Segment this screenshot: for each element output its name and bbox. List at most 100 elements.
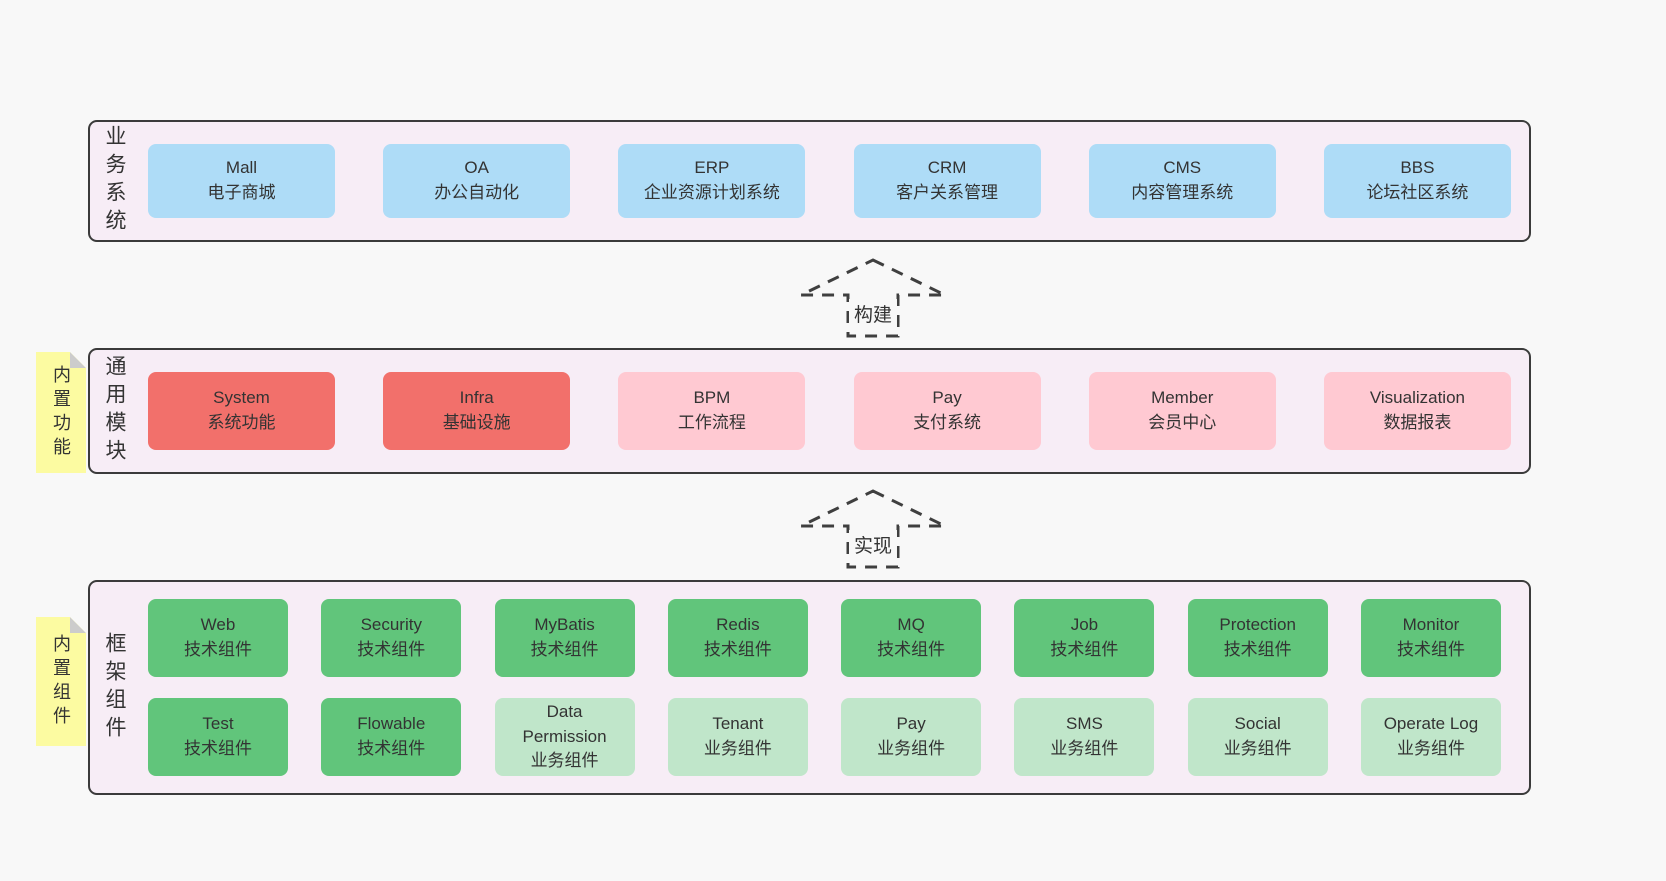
box-title: MyBatis [534, 615, 595, 635]
box-title: Job [1070, 615, 1099, 635]
box-subtitle: 系统功能 [207, 413, 276, 432]
box-title: Monitor [1402, 615, 1460, 635]
dashed-up-arrow-icon [800, 258, 946, 338]
box-bbs: BBS 论坛社区系统 [1323, 144, 1511, 218]
arrow-implement-label: 实现 [848, 530, 898, 559]
box-subtitle: 会员中心 [1148, 413, 1217, 432]
component-row-1: Web 技术组件 Security 技术组件 MyBatis 技术组件 Redi… [138, 599, 1529, 677]
box-title: Visualization [1369, 388, 1465, 408]
box-test: Test 技术组件 [148, 698, 288, 776]
box-subtitle: 业务组件 [530, 751, 599, 771]
box-subtitle: 技术组件 [703, 640, 772, 659]
box-subtitle: 技术组件 [1223, 640, 1292, 659]
box-title: CMS [1163, 158, 1202, 178]
box-subtitle: 技术组件 [877, 640, 946, 659]
box-title: Tenant [712, 714, 764, 734]
box-bpm: BPM 工作流程 [618, 372, 806, 450]
note-builtin-features-text: 内置功能 [51, 364, 71, 461]
box-social: Social 业务组件 [1187, 698, 1328, 776]
box-title: CRM [927, 158, 967, 178]
panel-components-label: 框架组件 [103, 631, 126, 744]
box-title: ERP [694, 158, 730, 178]
box-web: Web 技术组件 [148, 599, 288, 677]
dashed-up-arrow-icon [800, 489, 946, 569]
box-subtitle: 企业资源计划系统 [643, 183, 780, 202]
box-mq: MQ 技术组件 [841, 599, 982, 677]
box-subtitle: 内容管理系统 [1131, 183, 1234, 202]
note-builtin-components-text: 内置组件 [51, 633, 71, 730]
box-title: Social [1234, 714, 1281, 734]
box-cms: CMS 内容管理系统 [1088, 144, 1276, 218]
panel-common-modules: 通用模块 System 系统功能 Infra 基础设施 BPM 工作流程 Pay… [88, 348, 1531, 474]
box-subtitle: 业务组件 [1396, 739, 1465, 758]
box-title: Pay [932, 388, 962, 408]
box-title: Security [360, 615, 422, 635]
box-crm: CRM 客户关系管理 [853, 144, 1041, 218]
box-subtitle: 技术组件 [184, 640, 252, 659]
box-infra: Infra 基础设施 [383, 372, 571, 450]
business-boxes: Mall 电子商城 OA 办公自动化 ERP 企业资源计划系统 CRM 客户关系… [138, 122, 1529, 240]
box-subtitle: 业务组件 [1050, 739, 1119, 758]
module-boxes: System 系统功能 Infra 基础设施 BPM 工作流程 Pay 支付系统… [138, 350, 1529, 472]
box-pay-module: Pay 支付系统 [853, 372, 1041, 450]
box-subtitle: 客户关系管理 [896, 183, 999, 202]
box-security: Security 技术组件 [321, 599, 462, 677]
box-subtitle: 业务组件 [1223, 739, 1292, 758]
arrow-build-label: 构建 [848, 299, 898, 328]
box-subtitle: 论坛社区系统 [1366, 183, 1469, 202]
box-monitor: Monitor 技术组件 [1360, 599, 1501, 677]
box-title: Test [202, 714, 234, 734]
box-subtitle: 数据报表 [1383, 413, 1452, 432]
box-subtitle: 电子商城 [207, 183, 276, 202]
box-title: System [213, 388, 270, 408]
box-subtitle: 技术组件 [184, 739, 252, 758]
box-title: Operate Log [1383, 714, 1479, 734]
box-operate-log: Operate Log 业务组件 [1360, 698, 1501, 776]
box-redis: Redis 技术组件 [667, 599, 808, 677]
box-mall: Mall 电子商城 [148, 144, 335, 218]
box-member: Member 会员中心 [1088, 372, 1276, 450]
box-tenant: Tenant 业务组件 [667, 698, 808, 776]
box-subtitle: 技术组件 [357, 739, 426, 758]
box-title: SMS [1065, 714, 1103, 734]
box-subtitle: 业务组件 [703, 739, 772, 758]
box-title: Data Permission [522, 702, 607, 746]
box-subtitle: 技术组件 [357, 640, 426, 659]
box-subtitle: 技术组件 [530, 640, 599, 659]
arrow-build: 构建 [798, 257, 948, 339]
box-flowable: Flowable 技术组件 [321, 698, 462, 776]
box-subtitle: 办公自动化 [434, 183, 520, 202]
box-title: BBS [1400, 158, 1435, 178]
box-subtitle: 支付系统 [913, 413, 982, 432]
box-title: Flowable [357, 714, 426, 734]
box-title: Web [200, 615, 236, 635]
box-title: Protection [1219, 615, 1296, 635]
arrow-implement: 实现 [798, 488, 948, 570]
box-title: OA [464, 158, 489, 178]
box-data-permission: Data Permission 业务组件 [494, 698, 635, 776]
box-pay-component: Pay 业务组件 [841, 698, 982, 776]
box-title: Member [1151, 388, 1214, 408]
box-title: Mall [225, 158, 258, 178]
box-subtitle: 技术组件 [1396, 640, 1465, 659]
box-title: MQ [897, 615, 925, 635]
box-subtitle: 技术组件 [1050, 640, 1119, 659]
box-mybatis: MyBatis 技术组件 [494, 599, 635, 677]
panel-framework-components: 框架组件 Web 技术组件 Security 技术组件 MyBatis 技术组件… [88, 580, 1531, 795]
box-protection: Protection 技术组件 [1187, 599, 1328, 677]
box-subtitle: 基础设施 [442, 413, 511, 432]
component-rows: Web 技术组件 Security 技术组件 MyBatis 技术组件 Redi… [138, 582, 1529, 793]
component-row-2: Test 技术组件 Flowable 技术组件 Data Permission … [138, 698, 1529, 776]
box-subtitle: 工作流程 [677, 413, 746, 432]
box-title: BPM [693, 388, 731, 408]
box-subtitle: 业务组件 [877, 739, 946, 758]
box-job: Job 技术组件 [1014, 599, 1155, 677]
panel-business-systems: 业务系统 Mall 电子商城 OA 办公自动化 ERP 企业资源计划系统 CRM… [88, 120, 1531, 242]
note-builtin-features: 内置功能 [36, 352, 86, 473]
panel-business-label: 业务系统 [103, 125, 126, 237]
box-title: Infra [459, 388, 494, 408]
box-oa: OA 办公自动化 [383, 144, 571, 218]
box-system: System 系统功能 [148, 372, 335, 450]
panel-modules-label: 通用模块 [103, 355, 126, 467]
